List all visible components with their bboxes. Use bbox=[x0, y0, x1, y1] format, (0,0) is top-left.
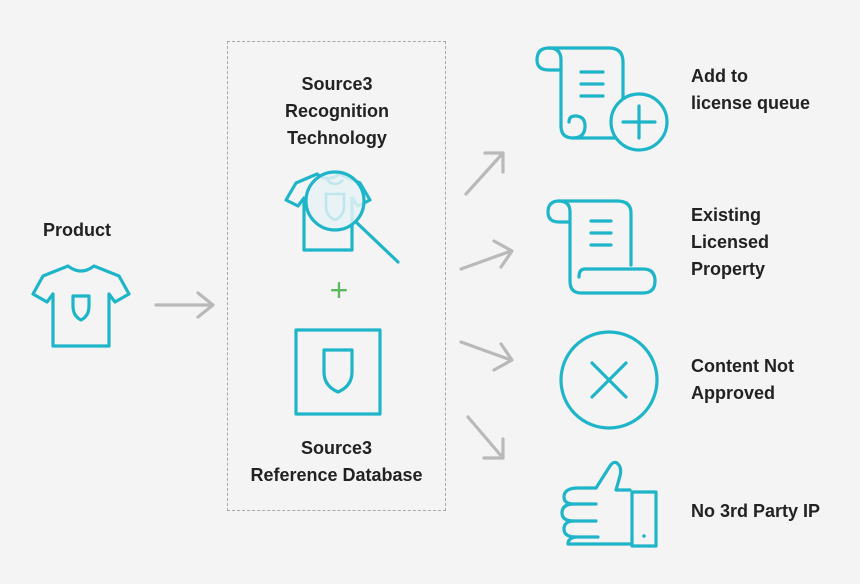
tshirt-icon bbox=[31, 264, 131, 348]
outcome-2-label: Existing Licensed Property bbox=[691, 205, 770, 279]
database-label: Source3 Reference Database bbox=[250, 438, 423, 485]
scroll-icon bbox=[546, 199, 657, 295]
outcome-4-label: No 3rd Party IP bbox=[691, 501, 821, 521]
arrow-to-outcome-3 bbox=[459, 340, 514, 372]
database-shield-icon bbox=[294, 328, 382, 416]
arrow-to-outcome-2 bbox=[459, 239, 514, 271]
outcome-3-label: Content Not Approved bbox=[691, 356, 794, 403]
arrow-to-outcome-4 bbox=[466, 415, 505, 460]
thumbs-up-icon bbox=[560, 460, 658, 548]
magnifier-tshirt-icon bbox=[284, 170, 400, 264]
arrow-to-outcome-1 bbox=[464, 151, 505, 196]
recognition-label: Source3 Recognition Technology bbox=[285, 74, 389, 148]
plus-sign: + bbox=[329, 272, 349, 308]
scroll-plus-icon bbox=[535, 46, 669, 152]
circle-x-icon bbox=[559, 330, 659, 430]
processing-box bbox=[227, 41, 446, 511]
outcome-1-label: Add to license queue bbox=[691, 66, 811, 113]
arrow-to-engine bbox=[154, 291, 215, 319]
product-label: Product bbox=[43, 220, 112, 240]
